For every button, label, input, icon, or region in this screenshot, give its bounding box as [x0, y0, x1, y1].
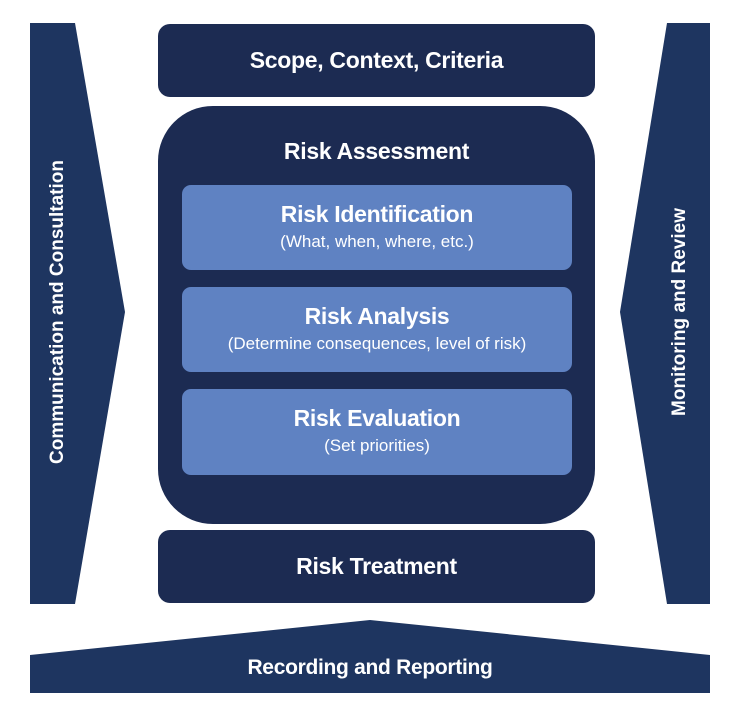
risk-evaluation-title: Risk Evaluation [293, 405, 461, 431]
risk-identification-title: Risk Identification [280, 201, 474, 227]
risk-treatment-label: Risk Treatment [296, 553, 457, 579]
risk-evaluation-box: Risk Evaluation (Set priorities) [182, 389, 572, 475]
bottom-arrow-shape [30, 620, 710, 693]
scope-box-label: Scope, Context, Criteria [249, 47, 504, 73]
right-arrow-shape [620, 23, 710, 604]
bottom-arrow-label: Recording and Reporting [247, 656, 493, 679]
risk-analysis-title: Risk Analysis [304, 303, 450, 329]
risk-identification-box: Risk Identification (What, when, where, … [182, 185, 572, 270]
left-arrow-label: Communication and Consultation [47, 160, 68, 464]
left-arrow-shape [30, 23, 125, 604]
right-arrow-label: Monitoring and Review [669, 208, 690, 416]
risk-evaluation-subtitle: (Set priorities) [324, 436, 430, 455]
risk-assessment-container: Risk Assessment Risk Identification (Wha… [158, 106, 595, 524]
risk-assessment-title: Risk Assessment [283, 138, 470, 164]
scope-context-criteria-box: Scope, Context, Criteria [158, 24, 595, 97]
risk-identification-subtitle: (What, when, where, etc.) [280, 232, 474, 251]
risk-analysis-box: Risk Analysis (Determine consequences, l… [182, 287, 572, 372]
risk-analysis-subtitle: (Determine consequences, level of risk) [227, 334, 527, 353]
risk-treatment-box: Risk Treatment [158, 530, 595, 603]
